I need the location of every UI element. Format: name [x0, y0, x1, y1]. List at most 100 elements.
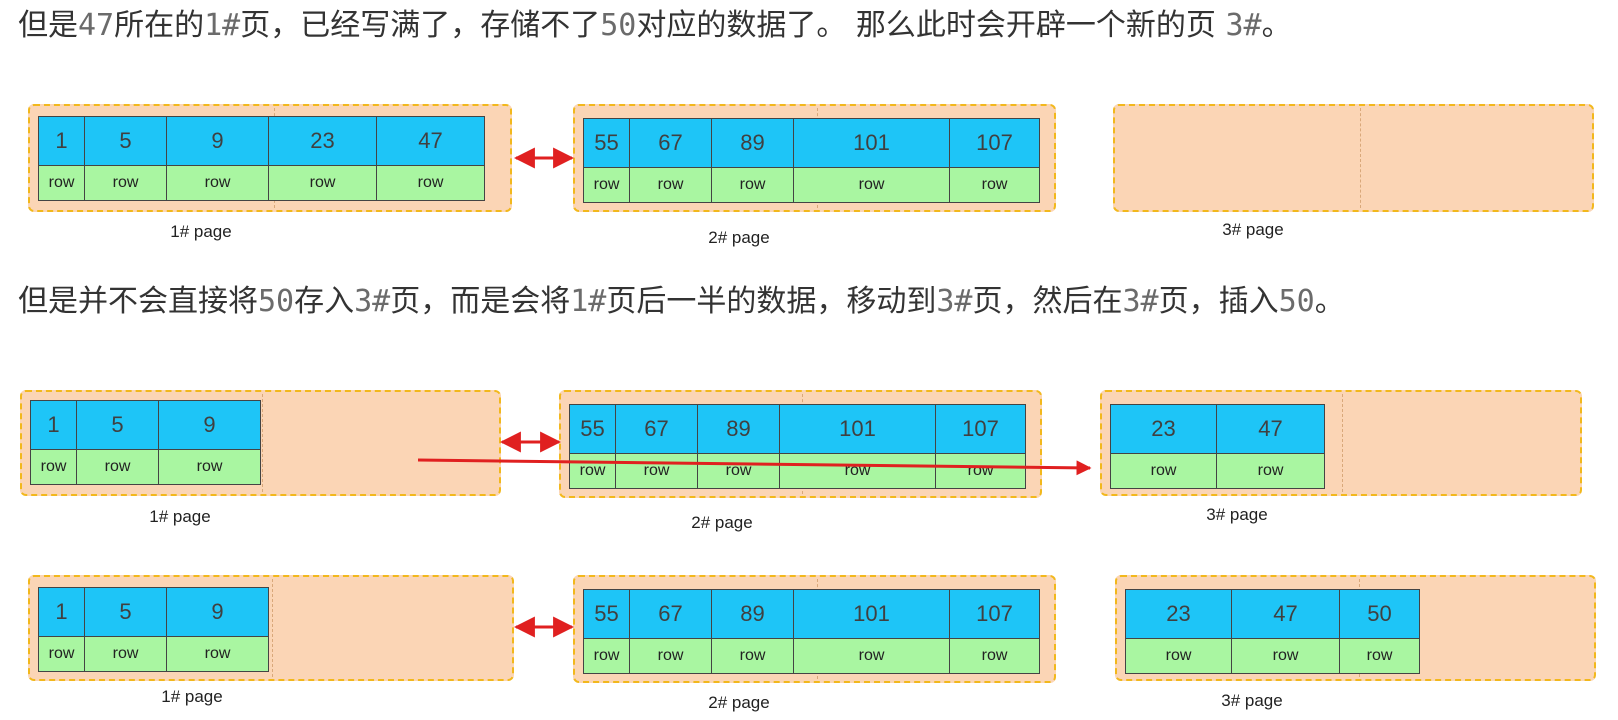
page-caption: 2# page	[708, 693, 770, 712]
record-row-cell: row	[376, 165, 485, 201]
record-key-cell: 67	[629, 118, 712, 168]
record-row-cell: row	[629, 638, 712, 674]
record-key-cell: 67	[615, 404, 698, 454]
page-half-divider	[1342, 394, 1343, 492]
record-key-cell: 9	[158, 400, 261, 450]
record-key-cell: 101	[779, 404, 936, 454]
record-row-cell: row	[583, 167, 630, 203]
record-key-cell: 55	[583, 589, 630, 639]
record-row-cell: row	[711, 638, 794, 674]
record-key-cell: 107	[949, 118, 1040, 168]
page-half-divider	[272, 579, 273, 677]
record-key-cell: 101	[793, 589, 950, 639]
record-row-cell: row	[84, 165, 167, 201]
record-key-cell: 23	[1110, 404, 1217, 454]
record-row-cell: row	[697, 453, 780, 489]
record-row-cell: row	[166, 636, 269, 672]
record-row-cell: row	[615, 453, 698, 489]
record-key-cell: 55	[583, 118, 630, 168]
record-row-cell: row	[76, 449, 159, 485]
record-row-cell: row	[158, 449, 261, 485]
record-key-cell: 23	[268, 116, 377, 166]
record-row-cell: row	[1216, 453, 1325, 489]
record-key-cell: 9	[166, 116, 269, 166]
page-caption: 3# page	[1221, 691, 1283, 710]
record-key-cell: 5	[84, 116, 167, 166]
page-caption: 3# page	[1222, 220, 1284, 239]
record-key-cell: 5	[84, 587, 167, 637]
page-caption: 1# page	[161, 687, 223, 706]
record-key-cell: 47	[376, 116, 485, 166]
page-half-divider	[1360, 108, 1361, 208]
record-row-cell: row	[268, 165, 377, 201]
record-row-cell: row	[1125, 638, 1232, 674]
record-key-cell: 1	[38, 587, 85, 637]
record-key-cell: 9	[166, 587, 269, 637]
record-key-cell: 89	[711, 589, 794, 639]
page-half-divider	[262, 394, 263, 492]
page-caption: 2# page	[708, 228, 770, 247]
page-caption: 3# page	[1206, 505, 1268, 524]
record-row-cell: row	[793, 638, 950, 674]
record-key-cell: 5	[76, 400, 159, 450]
record-key-cell: 107	[949, 589, 1040, 639]
record-key-cell: 47	[1231, 589, 1340, 639]
record-row-cell: row	[779, 453, 936, 489]
record-row-cell: row	[949, 638, 1040, 674]
record-row-cell: row	[1231, 638, 1340, 674]
record-key-cell: 1	[38, 116, 85, 166]
record-row-cell: row	[793, 167, 950, 203]
record-row-cell: row	[629, 167, 712, 203]
record-key-cell: 107	[935, 404, 1026, 454]
record-row-cell: row	[949, 167, 1040, 203]
page-caption: 2# page	[691, 513, 753, 532]
record-row-cell: row	[166, 165, 269, 201]
record-key-cell: 55	[569, 404, 616, 454]
page-3-box	[1113, 104, 1594, 212]
record-row-cell: row	[84, 636, 167, 672]
record-key-cell: 47	[1216, 404, 1325, 454]
record-key-cell: 23	[1125, 589, 1232, 639]
record-key-cell: 89	[711, 118, 794, 168]
page-caption: 1# page	[149, 507, 211, 526]
heading-page-full: 但是47所在的1#页，已经写满了，存储不了50对应的数据了。 那么此时会开辟一个…	[18, 8, 1292, 43]
heading-page-split: 但是并不会直接将50存入3#页，而是会将1#页后一半的数据，移动到3#页，然后在…	[18, 284, 1345, 319]
record-row-cell: row	[30, 449, 77, 485]
record-key-cell: 1	[30, 400, 77, 450]
record-row-cell: row	[1339, 638, 1420, 674]
record-key-cell: 101	[793, 118, 950, 168]
record-key-cell: 50	[1339, 589, 1420, 639]
record-row-cell: row	[38, 165, 85, 201]
record-row-cell: row	[935, 453, 1026, 489]
record-key-cell: 67	[629, 589, 712, 639]
